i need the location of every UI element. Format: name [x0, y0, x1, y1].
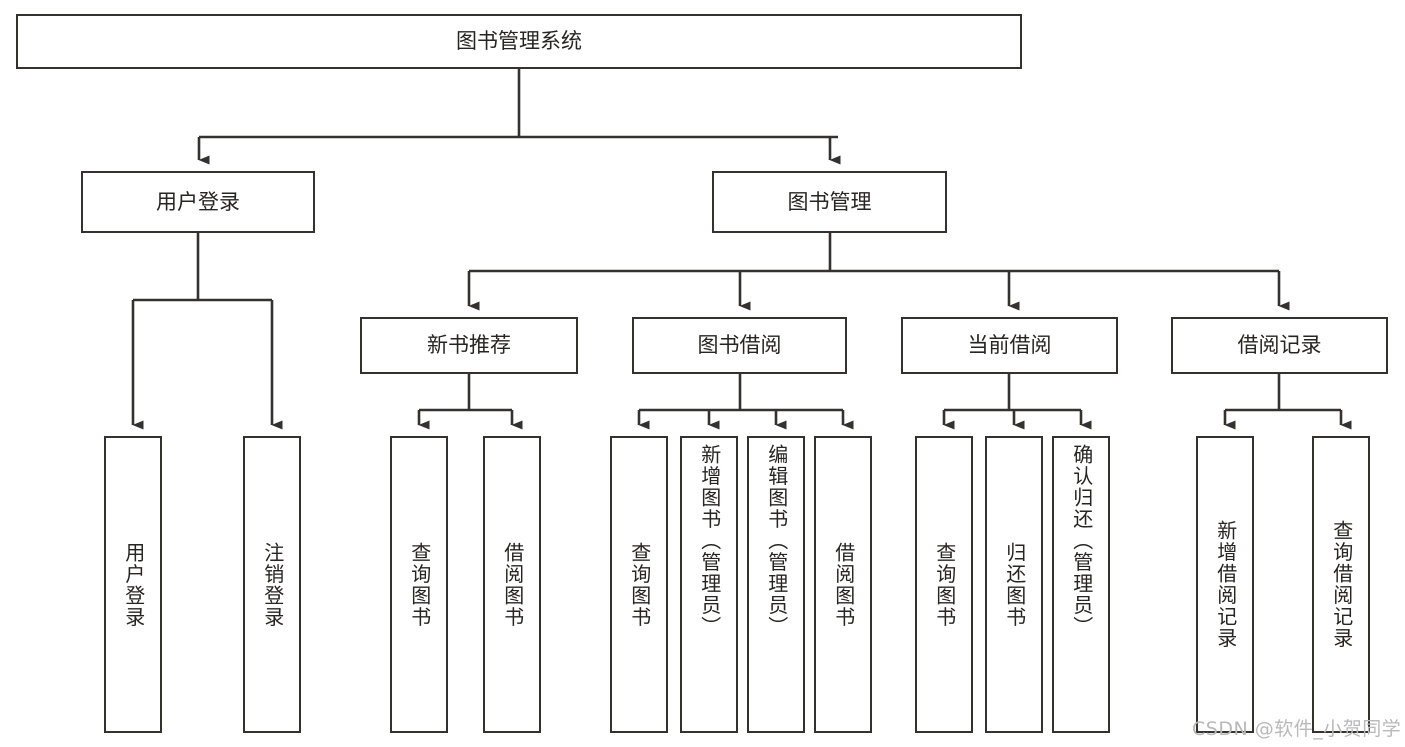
leaf-query-book-current[interactable]: 查询图书	[915, 436, 973, 733]
leaf-borrow-book-label: 借阅图书	[831, 541, 856, 628]
leaf-return-book-label: 归还图书	[1002, 541, 1027, 628]
leaf-edit-book-admin[interactable]: 编辑图书（管理员）	[747, 436, 805, 733]
node-user-login[interactable]: 用户登录	[81, 171, 315, 233]
leaf-confirm-return-admin-label: 确认归还（管理员）	[1069, 444, 1094, 638]
csdn-watermark: CSDN @软件_小贺同学	[1192, 718, 1402, 740]
node-book-management-label: 图书管理	[787, 189, 872, 214]
node-root-label: 图书管理系统	[456, 29, 582, 54]
leaf-query-book-current-label: 查询图书	[932, 541, 957, 628]
leaf-confirm-return-admin[interactable]: 确认归还（管理员）	[1052, 436, 1110, 733]
node-new-book-recommend[interactable]: 新书推荐	[360, 317, 578, 374]
leaf-logout[interactable]: 注销登录	[243, 436, 301, 733]
leaf-query-book-new[interactable]: 查询图书	[390, 436, 448, 733]
leaf-query-book-borrow-label: 查询图书	[627, 541, 652, 628]
leaf-logout-label: 注销登录	[260, 541, 285, 628]
leaf-borrow-book[interactable]: 借阅图书	[814, 436, 872, 733]
leaf-borrow-book-new[interactable]: 借阅图书	[483, 436, 541, 733]
leaf-add-borrow-record[interactable]: 新增借阅记录	[1196, 436, 1254, 733]
leaf-query-borrow-record[interactable]: 查询借阅记录	[1312, 436, 1370, 733]
leaf-add-book-admin[interactable]: 新增图书（管理员）	[680, 436, 738, 733]
leaf-query-book-borrow[interactable]: 查询图书	[610, 436, 668, 733]
node-book-management[interactable]: 图书管理	[712, 171, 947, 233]
leaf-return-book[interactable]: 归还图书	[985, 436, 1043, 733]
leaf-query-borrow-record-label: 查询借阅记录	[1329, 520, 1354, 649]
node-current-borrow[interactable]: 当前借阅	[901, 317, 1118, 374]
leaf-user-login[interactable]: 用户登录	[104, 436, 162, 733]
node-borrow-records[interactable]: 借阅记录	[1171, 317, 1388, 374]
node-root[interactable]: 图书管理系统	[16, 14, 1022, 69]
leaf-user-login-label: 用户登录	[121, 541, 146, 628]
leaf-add-book-admin-label: 新增图书（管理员）	[697, 444, 722, 638]
leaf-add-borrow-record-label: 新增借阅记录	[1213, 520, 1238, 649]
leaf-borrow-book-new-label: 借阅图书	[500, 541, 525, 628]
node-borrow-records-label: 借阅记录	[1237, 333, 1322, 358]
leaf-edit-book-admin-label: 编辑图书（管理员）	[764, 444, 789, 638]
node-book-borrow[interactable]: 图书借阅	[632, 317, 847, 374]
node-current-borrow-label: 当前借阅	[967, 333, 1052, 358]
leaf-query-book-new-label: 查询图书	[407, 541, 432, 628]
node-user-login-label: 用户登录	[156, 189, 240, 214]
node-book-borrow-label: 图书借阅	[697, 333, 782, 358]
node-new-book-recommend-label: 新书推荐	[427, 333, 511, 358]
